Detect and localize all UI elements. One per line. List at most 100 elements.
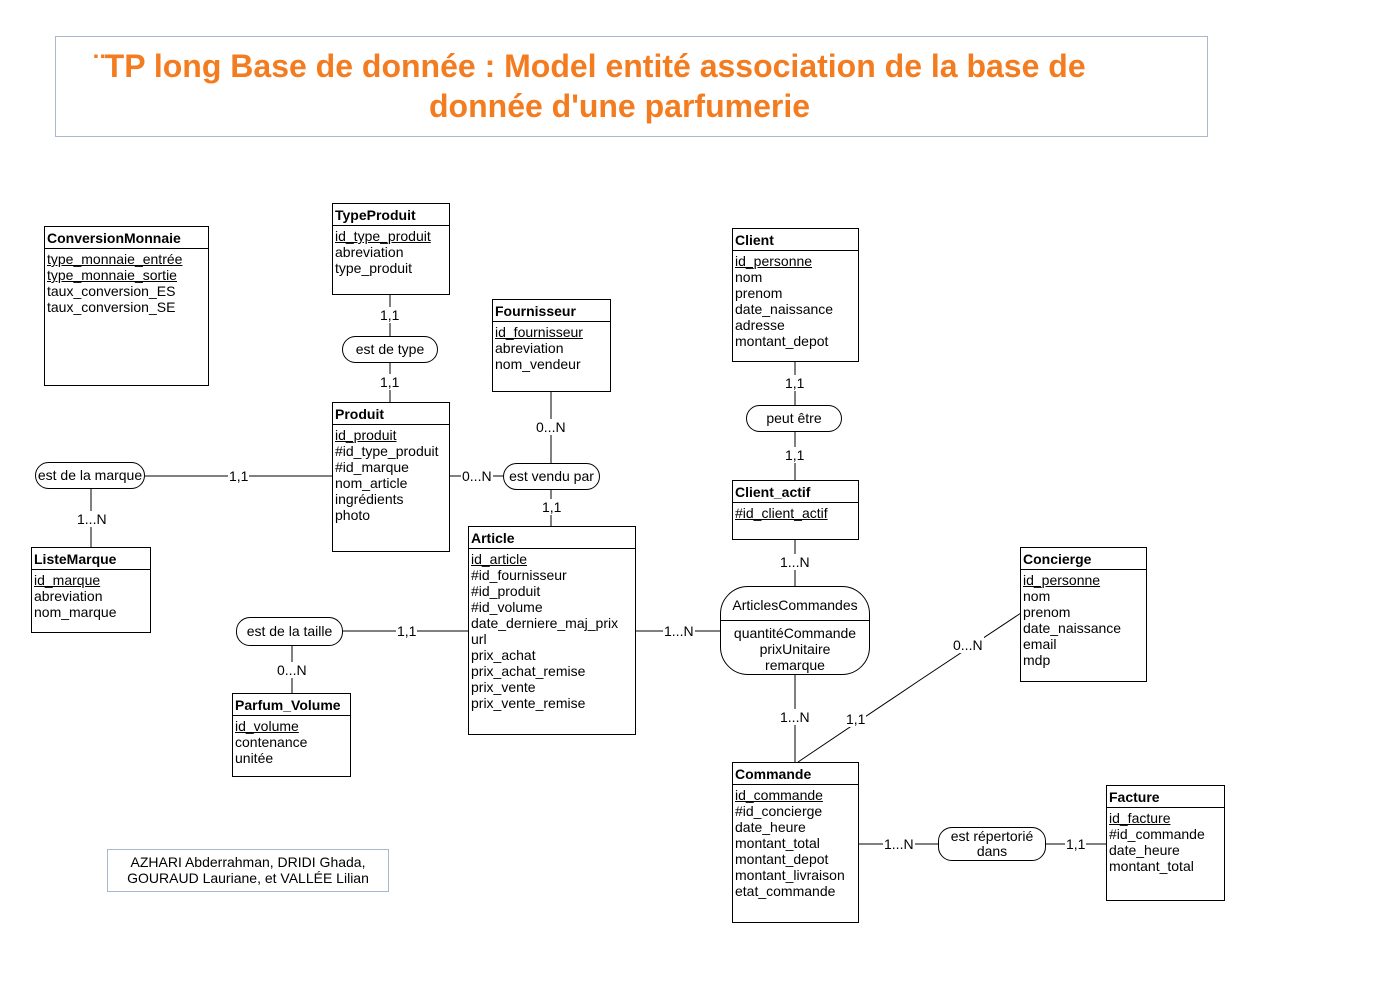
authors-box: AZHARI Abderrahman, DRIDI Ghada, GOURAUD… <box>107 849 389 892</box>
entity-attribute: taux_conversion_SE <box>47 299 176 315</box>
entity-attribute: montant_depot <box>735 851 829 867</box>
cardinality-label: 1...N <box>779 709 811 725</box>
cardinality-label: 1,1 <box>228 468 250 484</box>
entity-attribute: #id_fournisseur <box>471 567 567 583</box>
entity-attribute: adresse <box>735 317 785 333</box>
entity-attribute: montant_total <box>735 835 820 851</box>
entity-name: Commande <box>733 763 858 785</box>
cardinality-label: 1...N <box>663 623 695 639</box>
entity-name: ListeMarque <box>32 548 150 570</box>
entity-typeproduit: TypeProduit id_type_produit abreviation … <box>332 203 450 295</box>
entity-name: TypeProduit <box>333 204 449 226</box>
link-commande-concierge <box>797 612 1022 763</box>
entity-name: Client_actif <box>733 481 858 503</box>
cardinality-label: 1...N <box>76 511 108 527</box>
entity-name: Parfum_Volume <box>233 694 350 716</box>
cardinality-label: 1,1 <box>379 374 401 390</box>
entity-attribute: id_marque <box>34 572 101 588</box>
entity-fournisseur: Fournisseur id_fournisseur abreviation n… <box>492 299 611 392</box>
entity-attribute: mdp <box>1023 652 1051 668</box>
entity-produit: Produit id_produit #id_type_produit #id_… <box>332 402 450 552</box>
entity-attribute: #id_commande <box>1109 826 1205 842</box>
cardinality-label: 1...N <box>883 836 915 852</box>
entity-attribute: date_heure <box>735 819 806 835</box>
association-articles-commandes: ArticlesCommandes quantitéCommande prixU… <box>720 586 870 675</box>
entity-attribute: date_derniere_maj_prix <box>471 615 619 631</box>
title-frame <box>55 36 1208 137</box>
entity-client-actif: Client_actif #id_client_actif <box>732 480 859 540</box>
entity-name: Produit <box>333 403 449 425</box>
entity-attribute: id_fournisseur <box>495 324 583 340</box>
cardinality-label: 1,1 <box>379 307 401 323</box>
entity-name: Client <box>733 229 858 251</box>
entity-attribute: type_monnaie_sortie <box>47 267 177 283</box>
authors-line2: GOURAUD Lauriane, et VALLÉE Lilian <box>127 870 369 886</box>
entity-attribute: nom_marque <box>34 604 117 620</box>
association-est-de-type: est de type <box>342 336 438 363</box>
entity-attribute: unitée <box>235 750 274 766</box>
cardinality-label: 0...N <box>952 637 984 653</box>
entity-conversion-monnaie: ConversionMonnaie type_monnaie_entrée ty… <box>44 226 209 386</box>
association-est-vendu-par: est vendu par <box>503 463 600 490</box>
entity-attribute: nom_article <box>335 475 408 491</box>
cardinality-label: 1,1 <box>845 711 867 727</box>
authors-line1: AZHARI Abderrahman, DRIDI Ghada, <box>130 854 366 870</box>
entity-attribute: abreviation <box>34 588 103 604</box>
page-title-line1: ¨TP long Base de donnée : Model entité a… <box>94 48 1086 84</box>
entity-facture: Facture id_facture #id_commande date_heu… <box>1106 785 1225 901</box>
entity-attribute: nom <box>1023 588 1051 604</box>
entity-attribute: montant_total <box>1109 858 1194 874</box>
entity-attribute: #id_produit <box>471 583 541 599</box>
cardinality-label: 1,1 <box>396 623 418 639</box>
entity-attribute: prenom <box>735 285 783 301</box>
association-attribute: prixUnitaire <box>759 641 831 657</box>
entity-attribute: abreviation <box>495 340 564 356</box>
entity-attribute: #id_marque <box>335 459 409 475</box>
cardinality-label: 1,1 <box>1065 836 1087 852</box>
entity-attribute: id_commande <box>735 787 823 803</box>
entity-attribute: montant_depot <box>735 333 829 349</box>
entity-attribute: type_produit <box>335 260 413 276</box>
entity-attribute: nom <box>735 269 763 285</box>
page-title-line2: donnée d'une parfumerie <box>429 88 810 124</box>
cardinality-label: 1,1 <box>784 447 806 463</box>
entity-attribute: #id_type_produit <box>335 443 439 459</box>
cardinality-label: 1...N <box>779 554 811 570</box>
entity-parfum-volume: Parfum_Volume id_volume contenance unité… <box>232 693 351 777</box>
entity-attribute: montant_livraison <box>735 867 845 883</box>
association-attribute: quantitéCommande <box>733 625 857 641</box>
entity-attribute: date_heure <box>1109 842 1180 858</box>
entity-client: Client id_personne nom prenom date_naiss… <box>732 228 859 362</box>
entity-attribute: id_personne <box>1023 572 1101 588</box>
entity-attribute: url <box>471 631 487 647</box>
association-est-repertorie-dans: est répertorié dans <box>938 827 1046 861</box>
entity-attribute: photo <box>335 507 371 523</box>
association-peut-etre: peut être <box>746 405 842 432</box>
entity-commande: Commande id_commande #id_concierge date_… <box>732 762 859 923</box>
entity-attribute: contenance <box>235 734 308 750</box>
entity-attribute: #id_volume <box>471 599 543 615</box>
entity-attribute: id_type_produit <box>335 228 431 244</box>
association-est-de-la-marque: est de la marque <box>35 462 145 489</box>
entity-attribute: date_naissance <box>735 301 834 317</box>
entity-concierge: Concierge id_personne nom prenom date_na… <box>1020 547 1147 682</box>
cardinality-label: 0...N <box>461 468 493 484</box>
cardinality-label: 1,1 <box>784 375 806 391</box>
association-attribute: remarque <box>765 657 825 673</box>
association-est-de-la-taille: est de la taille <box>236 617 343 646</box>
entity-attribute: nom_vendeur <box>495 356 581 372</box>
entity-attribute: ingrédients <box>335 491 404 507</box>
entity-attribute: prix_vente_remise <box>471 695 586 711</box>
entity-name: Article <box>469 527 635 549</box>
association-label-line2: dans <box>976 843 1008 859</box>
entity-attribute: id_article <box>471 551 528 567</box>
entity-attribute: abreviation <box>335 244 404 260</box>
cardinality-label: 1,1 <box>541 499 563 515</box>
entity-listemarque: ListeMarque id_marque abreviation nom_ma… <box>31 547 151 633</box>
entity-name: ConversionMonnaie <box>45 227 208 249</box>
entity-attribute: prix_achat <box>471 647 536 663</box>
entity-article: Article id_article #id_fournisseur #id_p… <box>468 526 636 735</box>
entity-attribute: email <box>1023 636 1057 652</box>
entity-attribute: taux_conversion_ES <box>47 283 176 299</box>
association-name: ArticlesCommandes <box>721 587 869 621</box>
